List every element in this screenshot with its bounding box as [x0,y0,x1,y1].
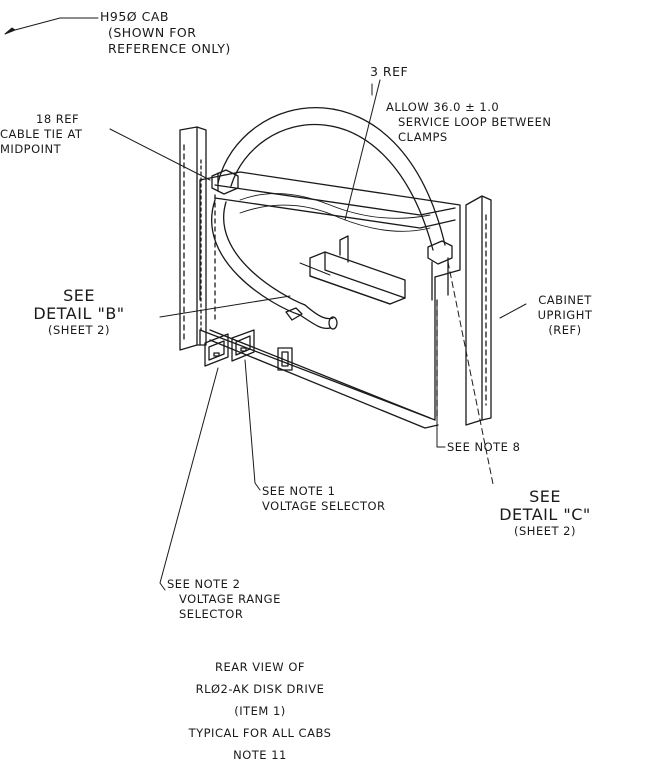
connector-bar [299,235,406,305]
disk-drive-chassis [199,171,461,429]
cable-tie-line-1: 18 REF [36,112,80,126]
caption-line-4: TYPICAL FOR ALL CABS [188,726,332,740]
cabinet-upright-line-2: UPRIGHT [537,308,593,322]
service-loop-line-2: SERVICE LOOP BETWEEN [398,115,552,129]
indicator-window [277,347,293,371]
view-caption: REAR VIEW OF RLØ2-AK DISK DRIVE (ITEM 1)… [130,656,390,766]
voltage-selector-switch [231,329,255,362]
detail-b-line-2: DETAIL "B" [33,304,125,323]
cab-line-2: (SHOWN FOR [108,25,197,40]
note-1-line-2: VOLTAGE SELECTOR [262,499,386,513]
caption-line-2: RLØ2-AK DISK DRIVE [195,682,325,696]
note-2-line-2: VOLTAGE RANGE [179,592,281,606]
cable-tie-line-3: MIDPOINT [0,142,62,156]
cab-line-1: H95Ø CAB [100,9,169,24]
detail-c-line-1: SEE [529,487,561,506]
right-cabinet-upright [436,195,492,426]
voltage-range-selector-switch [204,333,229,367]
note-2-label: SEE NOTE 2 VOLTAGE RANGE SELECTOR [167,577,281,622]
cab-reference-label: H95Ø CAB (SHOWN FOR REFERENCE ONLY) [100,9,231,57]
detail-c-line-3: (SHEET 2) [514,524,576,538]
note-2-line-3: SELECTOR [179,607,244,621]
detail-b-label: SEE DETAIL "B" (SHEET 2) [4,287,154,338]
cabinet-upright-label: CABINET UPRIGHT (REF) [520,293,610,338]
note-1-line-1: SEE NOTE 1 [262,484,336,498]
detail-b-line-3: (SHEET 2) [48,323,110,337]
cable-tie-line-2: CABLE TIE AT [0,127,83,141]
left-cabinet-upright [179,126,207,351]
caption-line-1: REAR VIEW OF [215,660,305,674]
service-loop-cable [211,107,446,330]
note-8-label: SEE NOTE 8 [447,440,521,454]
note-1-label: SEE NOTE 1 VOLTAGE SELECTOR [262,484,386,514]
note-2-line-1: SEE NOTE 2 [167,577,241,591]
ref-3-label: 3 REF [370,64,409,79]
cable-tie-label: 18 REF CABLE TIE AT MIDPOINT [0,112,82,157]
service-loop-label: ALLOW 36.0 ± 1.0 SERVICE LOOP BETWEEN CL… [386,100,552,145]
cab-line-3: REFERENCE ONLY) [108,41,231,56]
leader-lines [4,17,527,591]
cabinet-upright-line-1: CABINET [538,293,592,307]
detail-c-line-2: DETAIL "C" [499,505,591,524]
cabinet-upright-line-3: (REF) [548,323,582,337]
cable-clamps [211,169,453,321]
service-loop-line-1: ALLOW 36.0 ± 1.0 [386,100,500,114]
detail-b-line-1: SEE [63,286,95,305]
caption-line-5: NOTE 11 [233,748,287,762]
caption-line-3: (ITEM 1) [234,704,286,718]
detail-c-label: SEE DETAIL "C" (SHEET 2) [470,488,620,539]
service-loop-line-3: CLAMPS [398,130,448,144]
